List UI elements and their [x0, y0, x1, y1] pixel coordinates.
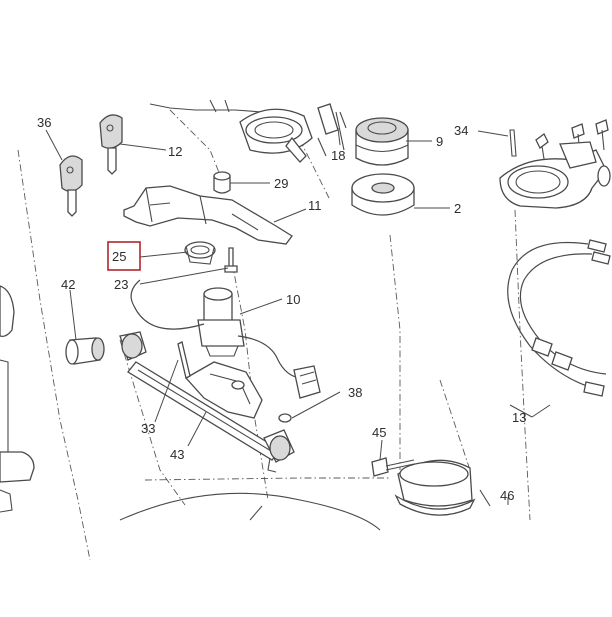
left-fork-tube — [0, 285, 35, 513]
part-25-ring — [184, 241, 216, 265]
callout-23: 23 — [114, 277, 128, 292]
part-9-switch-cap — [355, 117, 409, 166]
callout-9: 9 — [436, 134, 443, 149]
part-34-bolts — [509, 119, 609, 173]
callout-45: 45 — [372, 425, 386, 440]
part-2-rubber-ring — [351, 173, 415, 216]
part-10-ignition-switch — [130, 279, 321, 399]
part-43-lower-bracket — [119, 331, 295, 473]
leader-lines — [45, 127, 551, 505]
right-clamp-assembly — [499, 141, 611, 209]
callout-29: 29 — [274, 176, 288, 191]
callout-2: 2 — [454, 201, 461, 216]
callout-12: 12 — [168, 144, 182, 159]
part-42-spacer — [65, 337, 105, 365]
part-45-bolt — [371, 457, 415, 477]
callout-36: 36 — [37, 115, 51, 130]
callout-33: 33 — [141, 421, 155, 436]
callout-25: 25 — [112, 249, 126, 264]
part-29-bushing — [213, 171, 231, 194]
part-38-nut — [278, 413, 292, 423]
callout-43: 43 — [170, 447, 184, 462]
callout-10: 10 — [286, 292, 300, 307]
callout-38: 38 — [348, 385, 362, 400]
assembly-guide-lines — [17, 109, 531, 561]
part-13-cables — [507, 239, 611, 397]
part-46-clamp — [394, 459, 491, 516]
part-11-bracket — [123, 185, 293, 245]
upper-clamp-assembly — [149, 99, 347, 163]
bottom-outline — [119, 492, 381, 531]
callout-labels: 36 12 18 9 34 29 11 2 25 23 42 10 38 13 … — [37, 115, 526, 503]
callout-25-highlight-box — [107, 241, 141, 271]
callout-11: 11 — [308, 198, 322, 213]
callout-42: 42 — [61, 277, 75, 292]
callout-46: 46 — [500, 488, 514, 503]
callout-18: 18 — [331, 148, 345, 163]
callout-34: 34 — [454, 123, 468, 138]
part-12-key — [99, 114, 123, 175]
part-36-key — [59, 155, 83, 217]
callout-13: 13 — [512, 410, 526, 425]
part-23-screw — [224, 247, 238, 273]
